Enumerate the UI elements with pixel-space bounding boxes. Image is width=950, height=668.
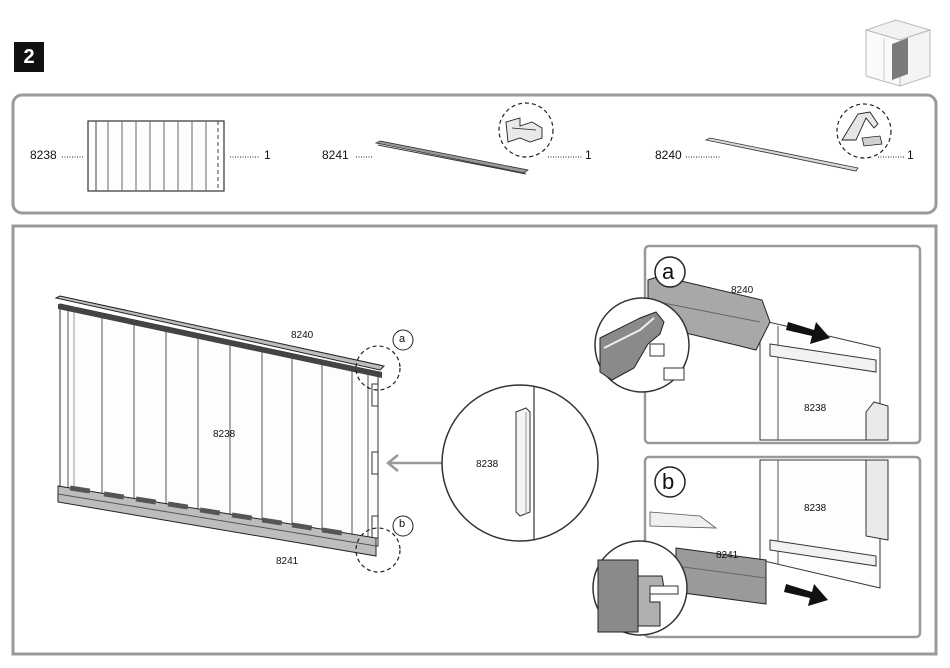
- detail-a-panel-label: 8238: [804, 403, 826, 414]
- panel-label: 8238: [213, 429, 235, 440]
- top-rail-label: 8240: [291, 330, 313, 341]
- callout-b-letter: b: [399, 518, 405, 530]
- detail-b-letter: b: [662, 469, 674, 495]
- bottom-rail-label: 8241: [276, 556, 298, 567]
- detail-a-rail-label: 8240: [731, 285, 753, 296]
- zoom-panel-label: 8238: [476, 459, 498, 470]
- detail-b-panel-label: 8238: [804, 503, 826, 514]
- detail-a-letter: a: [662, 259, 674, 285]
- detail-b-rail-label: 8241: [716, 550, 738, 561]
- detail-a-panel: [595, 246, 920, 443]
- callout-a-letter: a: [399, 333, 405, 345]
- panel-edge-zoom-detail: [442, 385, 598, 541]
